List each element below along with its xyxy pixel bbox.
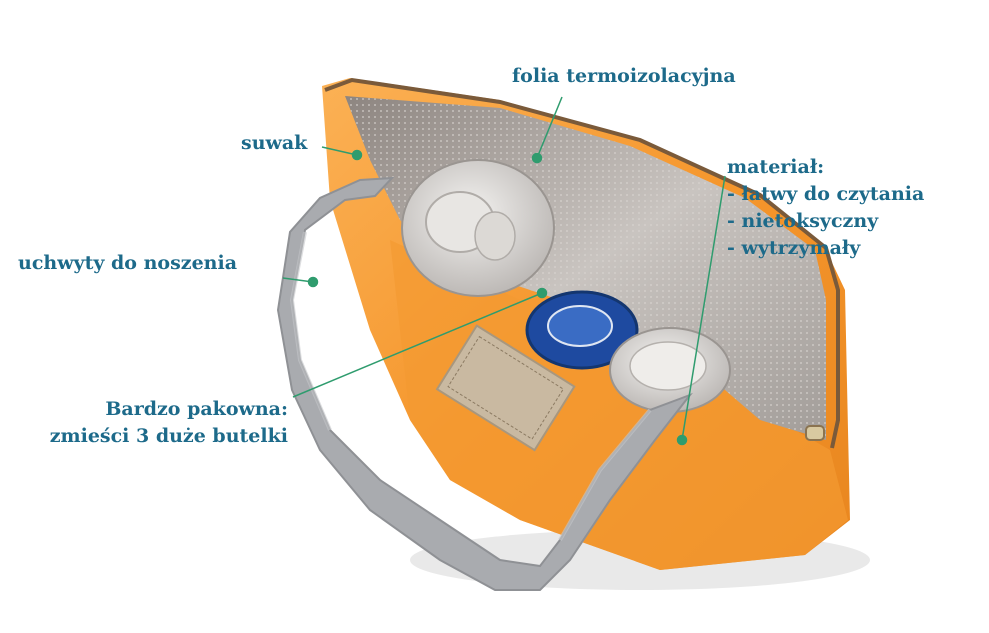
material-item: - wytrzymały <box>727 237 861 259</box>
zipper-track <box>324 77 840 449</box>
label-uchwyty: uchwyty do noszenia <box>18 252 238 274</box>
leader-suwak <box>321 146 358 156</box>
label-pakowna: Bardzo pakowna: zmieści 3 duże butelki <box>40 396 288 450</box>
pakowna-line-1: Bardzo pakowna: <box>105 398 288 420</box>
material-item: - łatwy do czytania <box>727 183 925 205</box>
zipper-pull <box>805 425 825 441</box>
leader-pakowna <box>292 292 543 398</box>
brand-patch <box>435 324 576 452</box>
leader-material <box>681 175 726 441</box>
leader-lines <box>282 96 726 446</box>
label-suwak: suwak <box>241 132 308 154</box>
label-folia-termoizolacyjna: folia termoizolacyjna <box>512 65 736 87</box>
material-item: - nietoksyczny <box>727 210 879 232</box>
material-title: materiał: <box>727 156 825 178</box>
pakowna-line-2: zmieści 3 duże butelki <box>49 425 288 447</box>
leader-folia <box>536 96 563 159</box>
label-material: materiał: - łatwy do czytania - nietoksy… <box>727 154 924 262</box>
bag-body-front-panel <box>390 240 848 570</box>
